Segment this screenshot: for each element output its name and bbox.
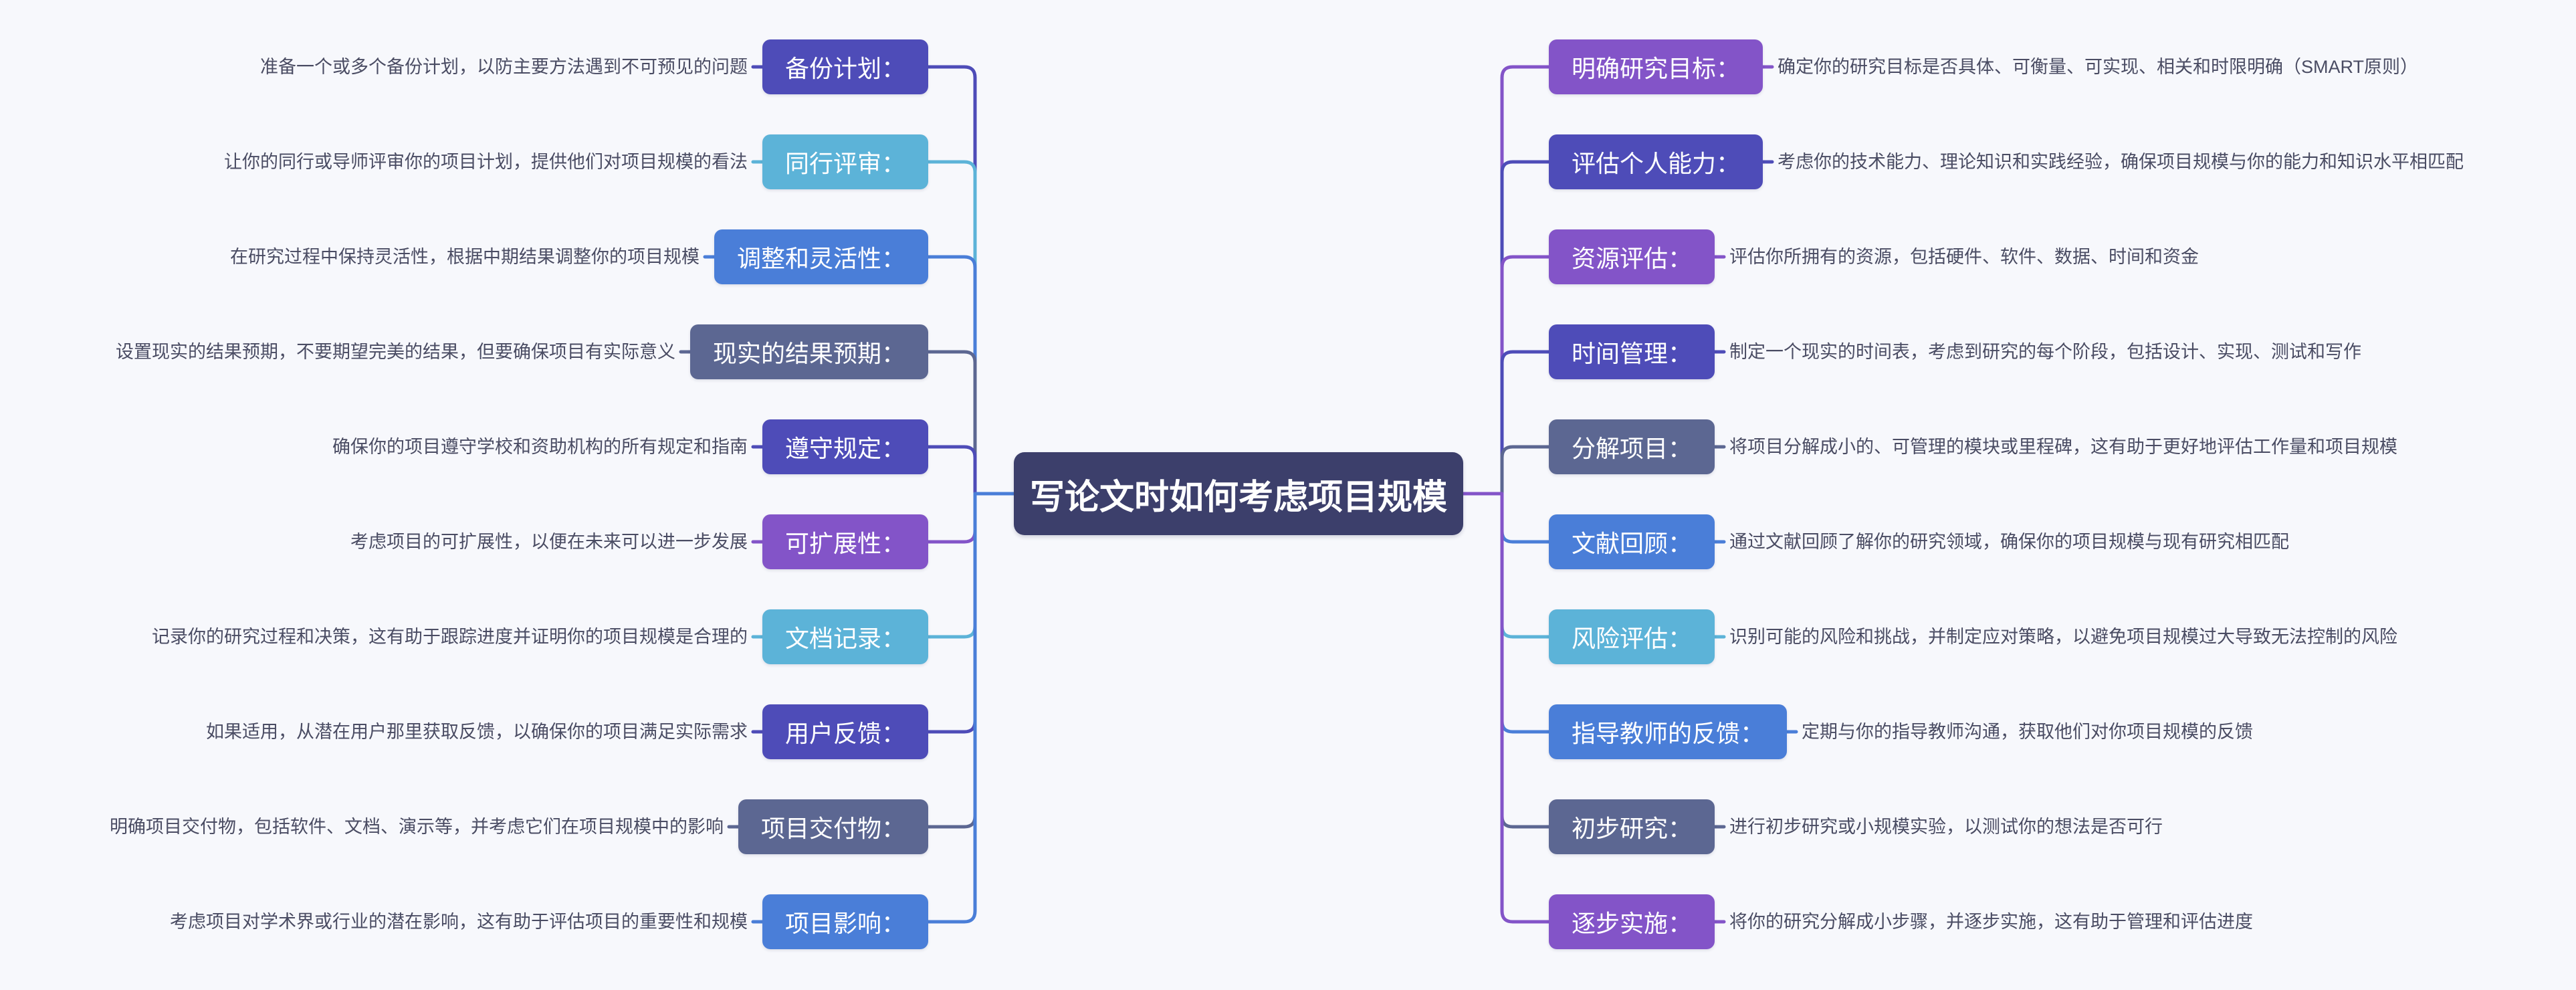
right-branch-description: 定期与你的指导教师沟通，获取他们对你项目规模的反馈 [1802, 722, 2253, 742]
left-branch-description: 考虑项目对学术界或行业的潜在影响，这有助于评估项目的重要性和规模 [170, 912, 748, 932]
branch-connector [926, 492, 977, 544]
right-branch-description: 确定你的研究目标是否具体、可衡量、可实现、相关和时限明确（SMART原则） [1778, 57, 2419, 77]
left-branch-node[interactable]: 调整和灵活性： [714, 229, 928, 284]
left-branch-description: 让你的同行或导师评审你的项目计划，提供他们对项目规模的看法 [224, 152, 748, 172]
left-branch-node[interactable]: 文档记录： [762, 609, 928, 664]
right-branch-node[interactable]: 明确研究目标： [1549, 39, 1763, 94]
right-branch-node[interactable]: 初步研究： [1549, 799, 1715, 854]
left-branch-description: 准备一个或多个备份计划，以防主要方法遇到不可预见的问题 [260, 57, 748, 77]
branch-connector [926, 255, 977, 496]
branch-connector [1500, 492, 1551, 924]
right-branch-node[interactable]: 分解项目： [1549, 419, 1715, 474]
left-branch-node[interactable]: 项目交付物： [738, 799, 928, 854]
branch-connector [926, 492, 977, 734]
branch-connector [1500, 492, 1551, 544]
right-branch-node[interactable]: 指导教师的反馈： [1549, 704, 1787, 759]
left-branch-node[interactable]: 遵守规定： [762, 419, 928, 474]
left-branch-node[interactable]: 用户反馈： [762, 704, 928, 759]
branch-connector [1500, 160, 1551, 496]
right-branch-node[interactable]: 逐步实施： [1549, 894, 1715, 949]
right-branch-node[interactable]: 时间管理： [1549, 324, 1715, 379]
left-branch-description: 记录你的研究过程和决策，这有助于跟踪进度并证明你的项目规模是合理的 [152, 627, 748, 647]
branch-connector [926, 445, 977, 496]
right-branch-description: 制定一个现实的时间表，考虑到研究的每个阶段，包括设计、实现、测试和写作 [1729, 342, 2361, 362]
left-branch-node[interactable]: 项目影响： [762, 894, 928, 949]
branch-connector [926, 492, 977, 924]
right-branch-description: 进行初步研究或小规模实验，以测试你的想法是否可行 [1729, 817, 2163, 837]
right-branch-description: 评估你所拥有的资源，包括硬件、软件、数据、时间和资金 [1729, 247, 2199, 267]
right-branch-node[interactable]: 文献回顾： [1549, 514, 1715, 569]
branch-connector [926, 492, 977, 639]
branch-connector [1500, 445, 1551, 496]
right-branch-node[interactable]: 风险评估： [1549, 609, 1715, 664]
left-branch-node[interactable]: 备份计划： [762, 39, 928, 94]
left-branch-node[interactable]: 现实的结果预期： [690, 324, 928, 379]
left-branch-node[interactable]: 同行评审： [762, 134, 928, 189]
right-branch-node[interactable]: 资源评估： [1549, 229, 1715, 284]
branch-connector [926, 492, 977, 829]
right-branch-description: 将项目分解成小的、可管理的模块或里程碑，这有助于更好地评估工作量和项目规模 [1729, 437, 2397, 457]
right-branch-description: 通过文献回顾了解你的研究领域，确保你的项目规模与现有研究相匹配 [1729, 532, 2289, 552]
branch-connector [1500, 255, 1551, 496]
left-branch-description: 考虑项目的可扩展性，以便在未来可以进一步发展 [350, 532, 748, 552]
branch-connector [926, 350, 977, 496]
left-branch-description: 明确项目交付物，包括软件、文档、演示等，并考虑它们在项目规模中的影响 [110, 817, 724, 837]
right-branch-description: 考虑你的技术能力、理论知识和实践经验，确保项目规模与你的能力和知识水平相匹配 [1778, 152, 2464, 172]
branch-connector [1500, 492, 1551, 829]
left-branch-description: 如果适用，从潜在用户那里获取反馈，以确保你的项目满足实际需求 [206, 722, 748, 742]
branch-connector [926, 160, 977, 496]
right-branch-description: 将你的研究分解成小步骤，并逐步实施，这有助于管理和评估进度 [1729, 912, 2253, 932]
branch-connector [1500, 492, 1551, 734]
right-branch-description: 识别可能的风险和挑战，并制定应对策略，以避免项目规模过大导致无法控制的风险 [1729, 627, 2397, 647]
left-branch-description: 设置现实的结果预期，不要期望完美的结果，但要确保项目有实际意义 [116, 342, 675, 362]
branch-connector [1500, 65, 1551, 496]
branch-connector [1500, 350, 1551, 496]
branch-connector [926, 65, 977, 496]
root-topic[interactable]: 写论文时如何考虑项目规模 [1014, 452, 1463, 535]
left-branch-description: 在研究过程中保持灵活性，根据中期结果调整你的项目规模 [230, 247, 700, 267]
left-branch-description: 确保你的项目遵守学校和资助机构的所有规定和指南 [332, 437, 748, 457]
left-branch-node[interactable]: 可扩展性： [762, 514, 928, 569]
branch-connector [1500, 492, 1551, 639]
right-branch-node[interactable]: 评估个人能力： [1549, 134, 1763, 189]
